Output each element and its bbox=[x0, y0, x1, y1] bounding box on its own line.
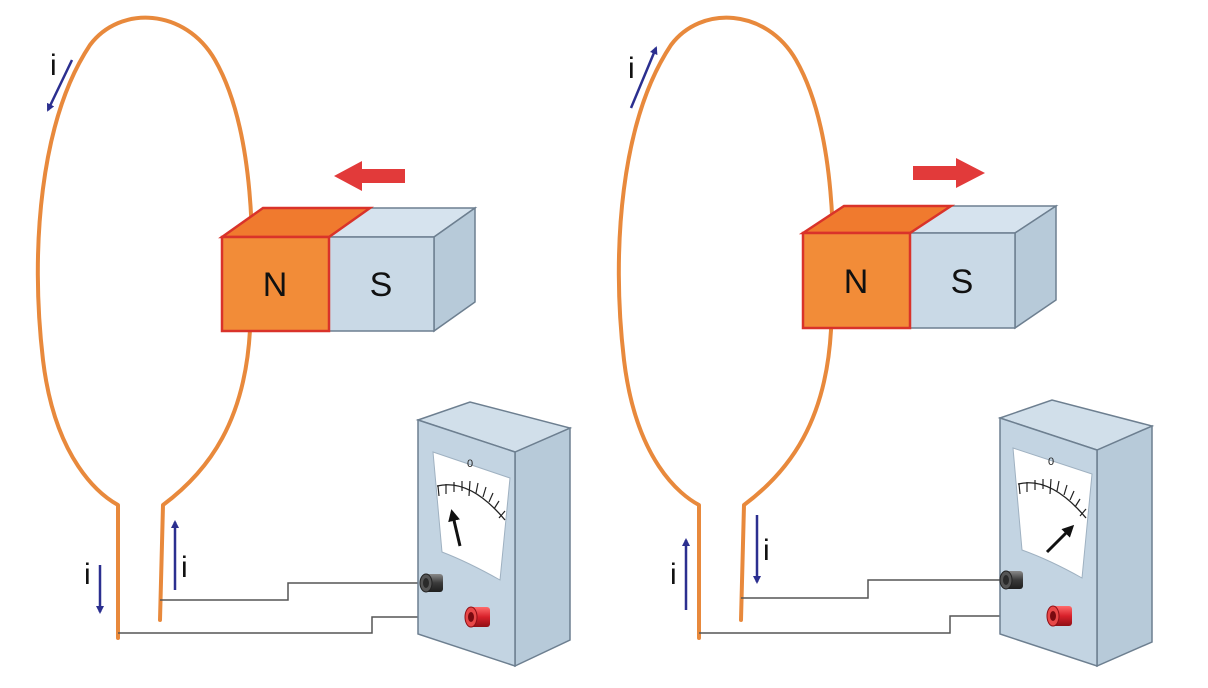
bar-magnet-left: N S bbox=[218, 206, 478, 333]
coil-loop-right bbox=[616, 15, 836, 640]
meter-needle bbox=[1045, 524, 1075, 554]
meter-dial-face bbox=[1012, 447, 1093, 579]
panel-right: N S i i i bbox=[616, 15, 1155, 668]
black-terminal bbox=[419, 573, 443, 593]
red-terminal bbox=[464, 606, 490, 628]
coil-loop-left bbox=[35, 15, 255, 640]
wire-lower-left bbox=[118, 616, 468, 634]
meter-side bbox=[514, 426, 571, 668]
meter-dial-face bbox=[432, 451, 511, 581]
current-label-loop-top: i bbox=[50, 49, 57, 82]
wire-upper-left bbox=[160, 582, 423, 601]
magnet-north-face bbox=[220, 235, 331, 333]
current-arrow-loop-top bbox=[46, 59, 74, 112]
wire-lower-right bbox=[699, 615, 1050, 634]
meter-scale-ticks bbox=[1018, 478, 1087, 517]
current-label-right-lead: i bbox=[181, 551, 188, 584]
current-label-right-lead: i bbox=[763, 534, 770, 567]
magnet-south-face bbox=[909, 232, 1016, 329]
meter-needle bbox=[448, 509, 462, 547]
meter-scale-arc bbox=[1017, 482, 1087, 519]
current-label-left-lead: i bbox=[84, 558, 91, 591]
magnet-south-label: S bbox=[370, 266, 393, 304]
wire-upper-right bbox=[741, 579, 1003, 599]
magnet-south-label: S bbox=[951, 263, 974, 301]
magnet-north-face bbox=[801, 231, 912, 330]
meter-zero-label: 0 bbox=[1048, 456, 1054, 468]
bar-magnet-right: N S bbox=[798, 204, 1059, 330]
meter-side bbox=[1096, 424, 1153, 668]
panel-left: N S i i i bbox=[35, 15, 573, 668]
current-label-left-lead: i bbox=[670, 558, 677, 591]
magnet-north-label: N bbox=[844, 263, 869, 301]
motion-arrow-right bbox=[913, 158, 985, 188]
black-terminal bbox=[999, 570, 1023, 590]
meter-scale-ticks bbox=[437, 480, 506, 519]
motion-arrow-left bbox=[334, 161, 405, 191]
meter-zero-label: 0 bbox=[467, 458, 473, 470]
red-terminal bbox=[1046, 605, 1072, 627]
current-label-loop-top: i bbox=[628, 52, 635, 85]
magnet-north-label: N bbox=[263, 266, 288, 304]
galvanometer-left: 0 bbox=[415, 401, 573, 668]
meter-scale-arc bbox=[436, 484, 506, 521]
galvanometer-right: 0 bbox=[997, 399, 1155, 668]
magnet-south-face bbox=[328, 236, 435, 332]
current-arrow-loop-top bbox=[629, 46, 658, 109]
